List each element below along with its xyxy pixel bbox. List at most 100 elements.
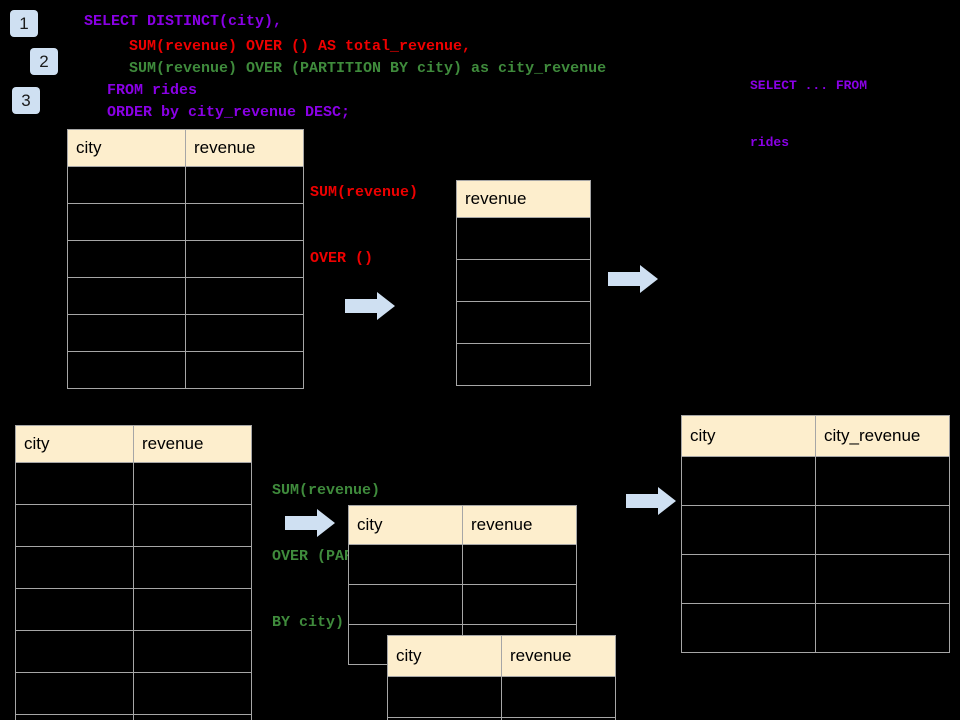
table-cell bbox=[185, 314, 304, 352]
table-cell bbox=[133, 588, 252, 631]
table-cell bbox=[15, 630, 134, 673]
rides-table-top: city revenue bbox=[67, 129, 304, 389]
table-cell bbox=[456, 301, 591, 344]
table-cell bbox=[185, 166, 304, 204]
table-cell bbox=[15, 672, 134, 715]
table-cell bbox=[133, 672, 252, 715]
callout-sum-over-empty-line-1: SUM(revenue) bbox=[310, 184, 419, 201]
table-cell bbox=[67, 166, 186, 204]
callout-sum-over-empty: SUM(revenue) OVER () bbox=[310, 138, 418, 314]
table-cell bbox=[348, 544, 463, 585]
table-row bbox=[67, 277, 304, 315]
table-header-row: city revenue bbox=[348, 505, 577, 545]
column-header-city: city bbox=[681, 415, 816, 457]
table-cell bbox=[462, 544, 577, 585]
annotation-select-from-rides-line-1: SELECT ... FROM bbox=[750, 78, 868, 93]
callout-sum-over-empty-line-2: OVER () bbox=[310, 250, 374, 267]
arrow-source-to-partition-icon bbox=[285, 507, 335, 539]
table-cell bbox=[681, 505, 816, 555]
table-row bbox=[15, 546, 252, 589]
sql-line-5: ORDER by city_revenue DESC; bbox=[107, 104, 351, 121]
step-badge-1[interactable]: 1 bbox=[10, 10, 38, 37]
arrow-total-to-result-icon bbox=[608, 263, 658, 295]
table-row bbox=[67, 240, 304, 278]
table-row bbox=[456, 343, 591, 386]
sql-line-4: FROM rides bbox=[107, 82, 198, 99]
table-cell bbox=[133, 504, 252, 547]
table-cell bbox=[501, 676, 616, 718]
table-row bbox=[348, 544, 577, 585]
table-row bbox=[681, 456, 950, 506]
table-row bbox=[456, 259, 591, 302]
column-header-revenue: revenue bbox=[133, 425, 252, 463]
table-cell bbox=[815, 505, 950, 555]
table-cell bbox=[185, 240, 304, 278]
column-header-revenue: revenue bbox=[462, 505, 577, 545]
sql-line-3: SUM(revenue) OVER (PARTITION BY city) as… bbox=[129, 60, 607, 77]
table-cell bbox=[15, 714, 134, 720]
table-header-row: city revenue bbox=[387, 635, 616, 677]
column-header-city-revenue: city_revenue bbox=[815, 415, 950, 457]
table-row bbox=[681, 603, 950, 653]
callout-sum-over-partition-line-3: BY city) bbox=[272, 614, 345, 631]
table-header-row: city revenue bbox=[67, 129, 304, 167]
table-cell bbox=[348, 584, 463, 625]
arrow-partition-to-result-icon bbox=[626, 485, 676, 517]
table-row bbox=[387, 676, 616, 718]
table-row bbox=[15, 672, 252, 715]
partition-table-b: city revenue bbox=[387, 635, 616, 720]
table-cell bbox=[133, 546, 252, 589]
table-row bbox=[15, 504, 252, 547]
table-cell bbox=[67, 203, 186, 241]
table-cell bbox=[387, 676, 502, 718]
table-cell bbox=[15, 504, 134, 547]
table-cell bbox=[501, 717, 616, 720]
column-header-city: city bbox=[15, 425, 134, 463]
column-header-city: city bbox=[67, 129, 186, 167]
column-header-city: city bbox=[348, 505, 463, 545]
table-cell bbox=[681, 603, 816, 653]
sql-line-1: SELECT DISTINCT(city), bbox=[84, 13, 283, 30]
table-row bbox=[681, 505, 950, 555]
column-header-revenue: revenue bbox=[501, 635, 616, 677]
table-header-row: revenue bbox=[456, 180, 591, 218]
callout-sum-over-partition-line-1: SUM(revenue) bbox=[272, 482, 381, 499]
table-cell bbox=[815, 456, 950, 506]
sql-line-2: SUM(revenue) OVER () AS total_revenue, bbox=[129, 38, 472, 55]
table-row bbox=[67, 351, 304, 389]
table-row bbox=[348, 584, 577, 625]
annotation-select-from-rides: SELECT ... FROM rides bbox=[750, 38, 867, 190]
rides-table-bottom: city revenue bbox=[15, 425, 252, 720]
table-cell bbox=[133, 714, 252, 720]
step-badge-2[interactable]: 2 bbox=[30, 48, 58, 75]
table-cell bbox=[456, 343, 591, 386]
table-row bbox=[15, 714, 252, 720]
arrow-source-to-total-icon bbox=[345, 290, 395, 322]
table-row bbox=[67, 166, 304, 204]
table-cell bbox=[815, 603, 950, 653]
table-cell bbox=[815, 554, 950, 604]
table-header-row: city city_revenue bbox=[681, 415, 950, 457]
table-row bbox=[15, 630, 252, 673]
table-cell bbox=[681, 554, 816, 604]
table-cell bbox=[15, 546, 134, 589]
column-header-city: city bbox=[387, 635, 502, 677]
table-cell bbox=[67, 277, 186, 315]
table-cell bbox=[67, 351, 186, 389]
table-row bbox=[15, 588, 252, 631]
table-cell bbox=[456, 259, 591, 302]
table-cell bbox=[15, 588, 134, 631]
table-cell bbox=[133, 630, 252, 673]
table-row bbox=[67, 203, 304, 241]
column-header-revenue: revenue bbox=[456, 180, 591, 218]
table-row bbox=[456, 217, 591, 260]
table-cell bbox=[681, 456, 816, 506]
table-header-row: city revenue bbox=[15, 425, 252, 463]
table-cell bbox=[462, 584, 577, 625]
step-badge-3[interactable]: 3 bbox=[12, 87, 40, 114]
table-cell bbox=[67, 314, 186, 352]
column-header-revenue: revenue bbox=[185, 129, 304, 167]
table-cell bbox=[185, 351, 304, 389]
table-row bbox=[456, 301, 591, 344]
